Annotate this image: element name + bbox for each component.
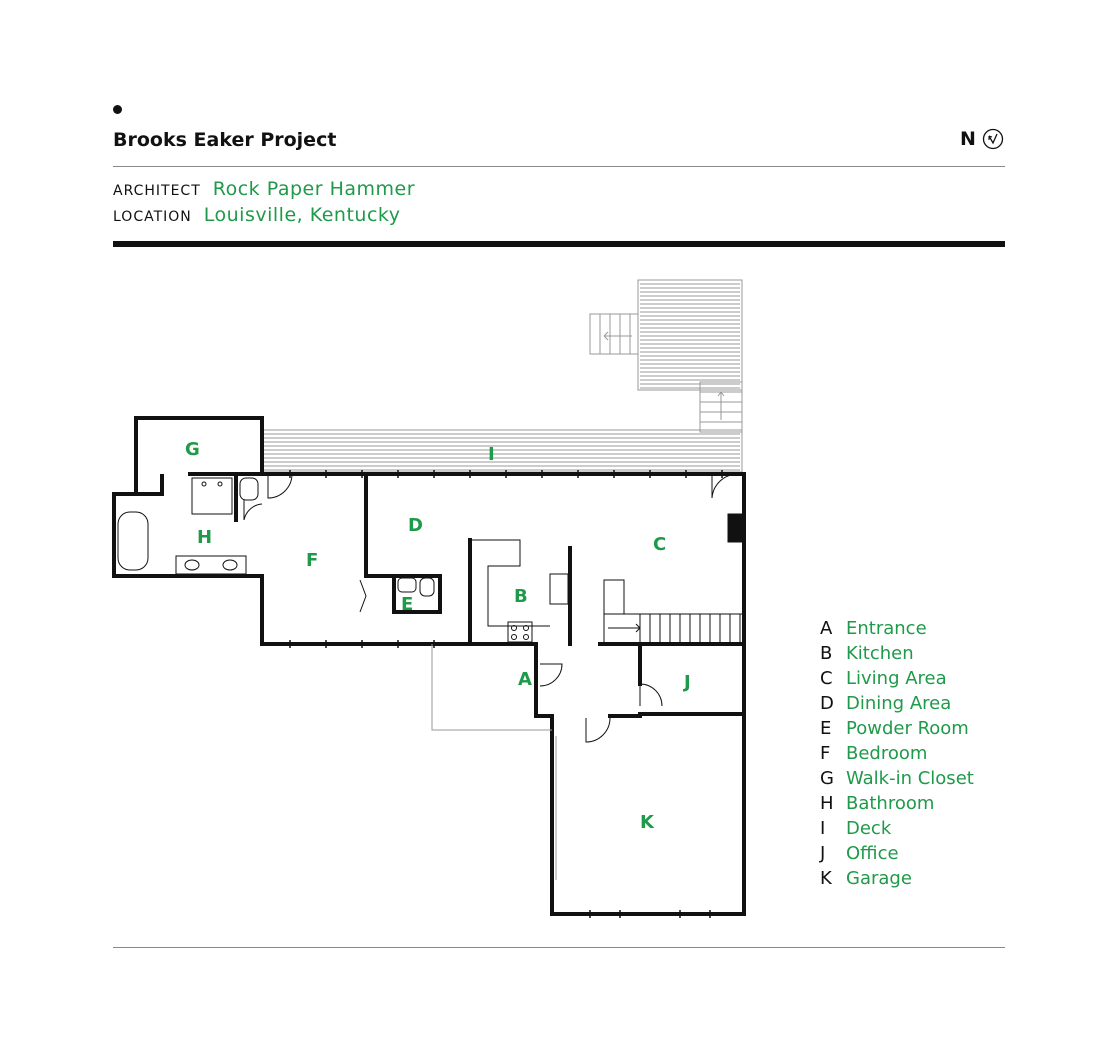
room-legend: A Entrance B Kitchen C Living Area D Dining … (820, 618, 974, 893)
room-label-b: B (514, 586, 528, 607)
walls (112, 416, 746, 916)
legend-key: C (820, 668, 833, 689)
page-title: Brooks Eaker Project (113, 129, 337, 151)
legend-name: Entrance (846, 618, 927, 639)
legend-item: I Deck (820, 818, 974, 843)
room-label-i: I (488, 444, 495, 465)
room-label-j: J (682, 672, 691, 693)
room-label-f: F (306, 550, 318, 571)
window-ticks (289, 470, 723, 918)
legend-key: F (820, 743, 831, 764)
architect-label: ARCHITECT (113, 183, 201, 199)
legend-item: J Office (820, 843, 974, 868)
legend-name: Dining Area (846, 693, 952, 714)
section-divider (113, 241, 1005, 247)
location-row: LOCATION Louisville, Kentucky (113, 204, 400, 226)
header-divider (113, 166, 1005, 167)
door-swings (243, 473, 739, 743)
architect-row: ARCHITECT Rock Paper Hammer (113, 178, 415, 200)
legend-key: D (820, 693, 834, 714)
legend-name: Deck (846, 818, 892, 839)
room-label-d: D (408, 515, 423, 536)
location-label: LOCATION (113, 209, 192, 225)
legend-key: J (820, 843, 826, 864)
legend-item: B Kitchen (820, 643, 974, 668)
legend-key: A (820, 618, 833, 639)
main-deck (261, 429, 743, 473)
north-letter: N (960, 128, 976, 150)
room-label-c: C (653, 534, 666, 555)
upper-deck (589, 279, 743, 433)
room-label-k: K (640, 812, 655, 833)
legend-name: Garage (846, 868, 912, 889)
room-label-e: E (401, 594, 413, 615)
legend-key: G (820, 768, 834, 789)
legend-name: Living Area (846, 668, 947, 689)
legend-name: Powder Room (846, 718, 969, 739)
legend-key: K (820, 868, 832, 889)
bullet-dot (113, 105, 122, 114)
room-label-h: H (197, 527, 212, 548)
legend-name: Bedroom (846, 743, 928, 764)
legend-key: I (820, 818, 826, 839)
legend-item: F Bedroom (820, 743, 974, 768)
footer-divider (113, 947, 1005, 948)
room-labels: G H I D F E B C A J K (185, 439, 691, 833)
legend-item: G Walk-in Closet (820, 768, 974, 793)
room-label-a: A (518, 669, 532, 690)
legend-name: Office (846, 843, 899, 864)
fixtures (117, 477, 745, 880)
north-arrow-icon (982, 128, 1004, 150)
legend-item: C Living Area (820, 668, 974, 693)
room-label-g: G (185, 439, 200, 460)
legend-name: Kitchen (846, 643, 914, 664)
legend-key: B (820, 643, 833, 664)
legend-key: E (820, 718, 832, 739)
legend-item: H Bathroom (820, 793, 974, 818)
legend-name: Bathroom (846, 793, 935, 814)
legend-item: E Powder Room (820, 718, 974, 743)
legend-item: K Garage (820, 868, 974, 893)
legend-name: Walk-in Closet (846, 768, 974, 789)
legend-item: D Dining Area (820, 693, 974, 718)
architect-value: Rock Paper Hammer (212, 178, 416, 200)
legend-item: A Entrance (820, 618, 974, 643)
location-value: Louisville, Kentucky (203, 204, 401, 226)
north-indicator: N (960, 128, 1004, 150)
legend-key: H (820, 793, 834, 814)
